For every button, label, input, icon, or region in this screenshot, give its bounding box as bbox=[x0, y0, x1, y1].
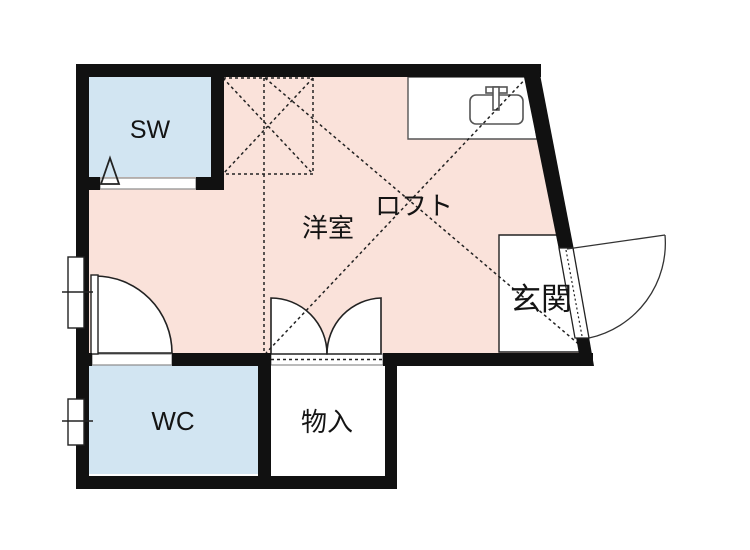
wc-room-label: WC bbox=[151, 406, 194, 436]
window-upper-icon bbox=[62, 256, 93, 329]
folding-door-triangle-icon bbox=[99, 155, 121, 185]
storage-label: 物入 bbox=[301, 407, 353, 437]
wall-slant-upper bbox=[524, 64, 574, 250]
window-lower-icon bbox=[62, 398, 93, 446]
wc-swing-door-icon bbox=[94, 275, 173, 354]
wall-storage-right bbox=[385, 353, 397, 489]
entrance-label: 玄関 bbox=[510, 282, 572, 317]
loft-diagonal-a bbox=[265, 72, 532, 354]
western-room-label: 洋室 bbox=[302, 213, 354, 243]
wall-top bbox=[76, 64, 541, 77]
wall-slant-lower bbox=[576, 337, 594, 366]
storage-right-swing-door-icon bbox=[326, 297, 382, 355]
wall-bottom bbox=[76, 476, 397, 489]
wall-sw-bottom-right bbox=[196, 177, 224, 190]
wall-wc-top-stub bbox=[76, 353, 92, 366]
wc-room-floor bbox=[89, 362, 258, 474]
storage-room-floor bbox=[271, 362, 385, 474]
wall-wc-top bbox=[172, 353, 258, 366]
sw-room-label: SW bbox=[130, 116, 171, 144]
wall-wc-storage-divider bbox=[258, 353, 271, 477]
loft-label: ロフト bbox=[375, 191, 453, 221]
entrance-swing-door-icon bbox=[558, 234, 666, 339]
loft-diagonal-b bbox=[264, 77, 589, 353]
wall-sw-right bbox=[211, 64, 224, 190]
wc-door-threshold bbox=[91, 353, 173, 366]
wall-entrance-bottom bbox=[383, 353, 593, 366]
walls bbox=[76, 64, 594, 489]
wc-door-leaf bbox=[90, 274, 99, 355]
wall-sw-bottom-left bbox=[76, 177, 100, 190]
